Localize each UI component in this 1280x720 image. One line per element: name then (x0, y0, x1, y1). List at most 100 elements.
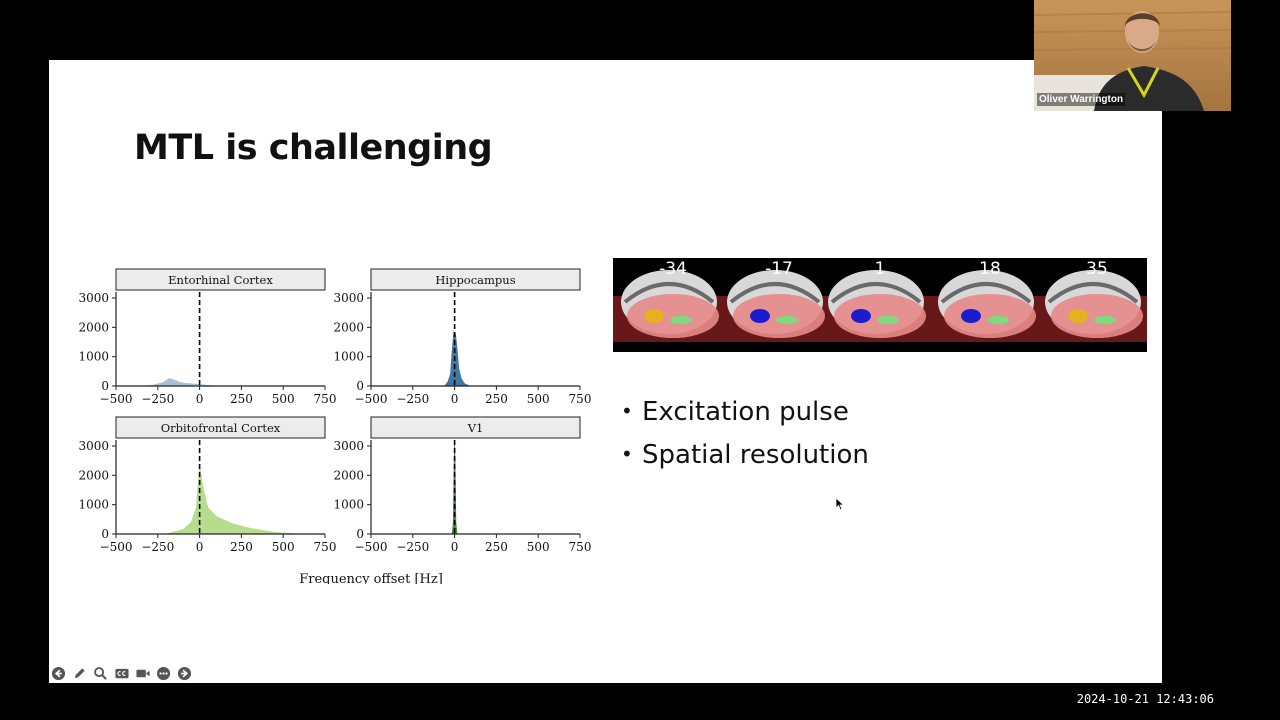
y-tick-label: 1000 (333, 498, 364, 512)
y-tick-label: 0 (101, 379, 109, 393)
x-tick-label: 250 (485, 540, 508, 554)
x-tick-label: −500 (100, 540, 133, 554)
x-tick-label: 0 (196, 540, 204, 554)
x-tick-label: −250 (396, 392, 429, 406)
roi-blob (670, 316, 692, 324)
x-tick-label: 250 (230, 540, 253, 554)
chart-panel: Entorhinal Cortex 0 1000 2000 3000 −500 −250 0 2… (78, 268, 337, 406)
histogram-area (443, 331, 470, 387)
slice-label: 1 (875, 259, 886, 279)
roi-blob (961, 309, 981, 323)
x-tick-label: 0 (451, 540, 459, 554)
back-icon[interactable] (50, 665, 67, 682)
panel-title: V1 (467, 421, 484, 435)
forward-icon[interactable] (176, 665, 193, 682)
cortex-fold (830, 282, 922, 304)
roi-blob (750, 309, 770, 323)
slideshow-toolbar (50, 664, 193, 682)
cortex-fold (1047, 282, 1139, 304)
x-tick-label: −250 (141, 392, 174, 406)
search-icon[interactable] (92, 665, 109, 682)
roi-blob (644, 309, 664, 323)
slide-title: MTL is challenging (134, 128, 493, 168)
x-tick-label: 750 (314, 392, 337, 406)
recording-timestamp: 2024-10-21 12:43:06 (1076, 692, 1214, 706)
y-tick-label: 0 (101, 527, 109, 541)
participant-name: Oliver Warrington (1037, 93, 1126, 106)
x-tick-label: 750 (569, 540, 592, 554)
slab-overlay (834, 294, 926, 338)
participant-video: Oliver Warrington (1034, 0, 1231, 111)
frequency-offset-histograms: Entorhinal Cortex 0 1000 2000 3000 −500 −250 0 2… (78, 268, 592, 584)
captions-icon[interactable] (113, 665, 130, 682)
y-tick-label: 2000 (78, 320, 109, 334)
histogram-area (166, 466, 300, 535)
panel-title: Entorhinal Cortex (168, 273, 273, 287)
x-tick-label: −250 (396, 540, 429, 554)
x-tick-label: 500 (272, 392, 295, 406)
roi-blob (1094, 316, 1116, 324)
panel-title: Orbitofrontal Cortex (161, 421, 281, 435)
pen-icon[interactable] (71, 665, 88, 682)
slab-overlay (944, 294, 1036, 338)
y-tick-label: 2000 (333, 320, 364, 334)
bullet-item: •Spatial resolution (621, 440, 869, 470)
histogram-area (451, 440, 458, 535)
panel-header (370, 268, 581, 291)
slice-label: 35 (1086, 259, 1108, 279)
bullet-item: •Excitation pulse (621, 397, 849, 427)
slice-label: -17 (765, 259, 793, 279)
y-tick-label: 1000 (333, 350, 364, 364)
chart-panel: Hippocampus 0 1000 2000 3000 −500 −250 0 250 500 7… (333, 268, 592, 406)
roi-blob (851, 309, 871, 323)
chart-panel: Orbitofrontal Cortex 0 1000 2000 3000 −500 −25… (78, 416, 337, 554)
y-tick-label: 0 (356, 527, 364, 541)
cortex-fold (623, 282, 715, 304)
x-tick-label: 500 (272, 540, 295, 554)
histogram-area (141, 378, 234, 387)
x-tick-label: 750 (314, 540, 337, 554)
more-icon[interactable] (155, 665, 172, 682)
x-tick-label: 500 (527, 540, 550, 554)
x-tick-label: 250 (485, 392, 508, 406)
x-tick-label: 0 (451, 392, 459, 406)
cortex-fold (729, 282, 821, 304)
y-tick-label: 0 (356, 379, 364, 393)
x-axis-label: Frequency offset [Hz] (299, 572, 443, 584)
x-tick-label: 0 (196, 392, 204, 406)
cortex-fold (940, 282, 1032, 304)
y-tick-label: 3000 (78, 439, 109, 453)
y-tick-label: 3000 (333, 291, 364, 305)
panel-header (370, 416, 581, 439)
y-tick-label: 2000 (333, 468, 364, 482)
x-tick-label: −500 (100, 392, 133, 406)
video-icon[interactable] (134, 665, 151, 682)
slice-label: -34 (659, 259, 687, 279)
panel-header (115, 416, 326, 439)
x-tick-label: −500 (355, 392, 388, 406)
roi-blob (776, 316, 798, 324)
roi-blob (877, 316, 899, 324)
y-tick-label: 3000 (78, 291, 109, 305)
slab-overlay (1051, 294, 1143, 338)
bullet-list: •Excitation pulse •Spatial resolution (621, 390, 869, 476)
chart-panel: V1 0 1000 2000 3000 −500 −250 0 250 500 750 (333, 416, 592, 554)
y-tick-label: 1000 (78, 350, 109, 364)
y-tick-label: 2000 (78, 468, 109, 482)
x-tick-label: 500 (527, 392, 550, 406)
slab-overlay (733, 294, 825, 338)
x-tick-label: −250 (141, 540, 174, 554)
roi-blob (1068, 309, 1088, 323)
x-tick-label: −500 (355, 540, 388, 554)
x-tick-label: 750 (569, 392, 592, 406)
x-tick-label: 250 (230, 392, 253, 406)
slab-overlay (627, 294, 719, 338)
y-tick-label: 1000 (78, 498, 109, 512)
panel-header (115, 268, 326, 291)
panel-title: Hippocampus (435, 273, 515, 287)
roi-blob (987, 316, 1009, 324)
y-tick-label: 3000 (333, 439, 364, 453)
